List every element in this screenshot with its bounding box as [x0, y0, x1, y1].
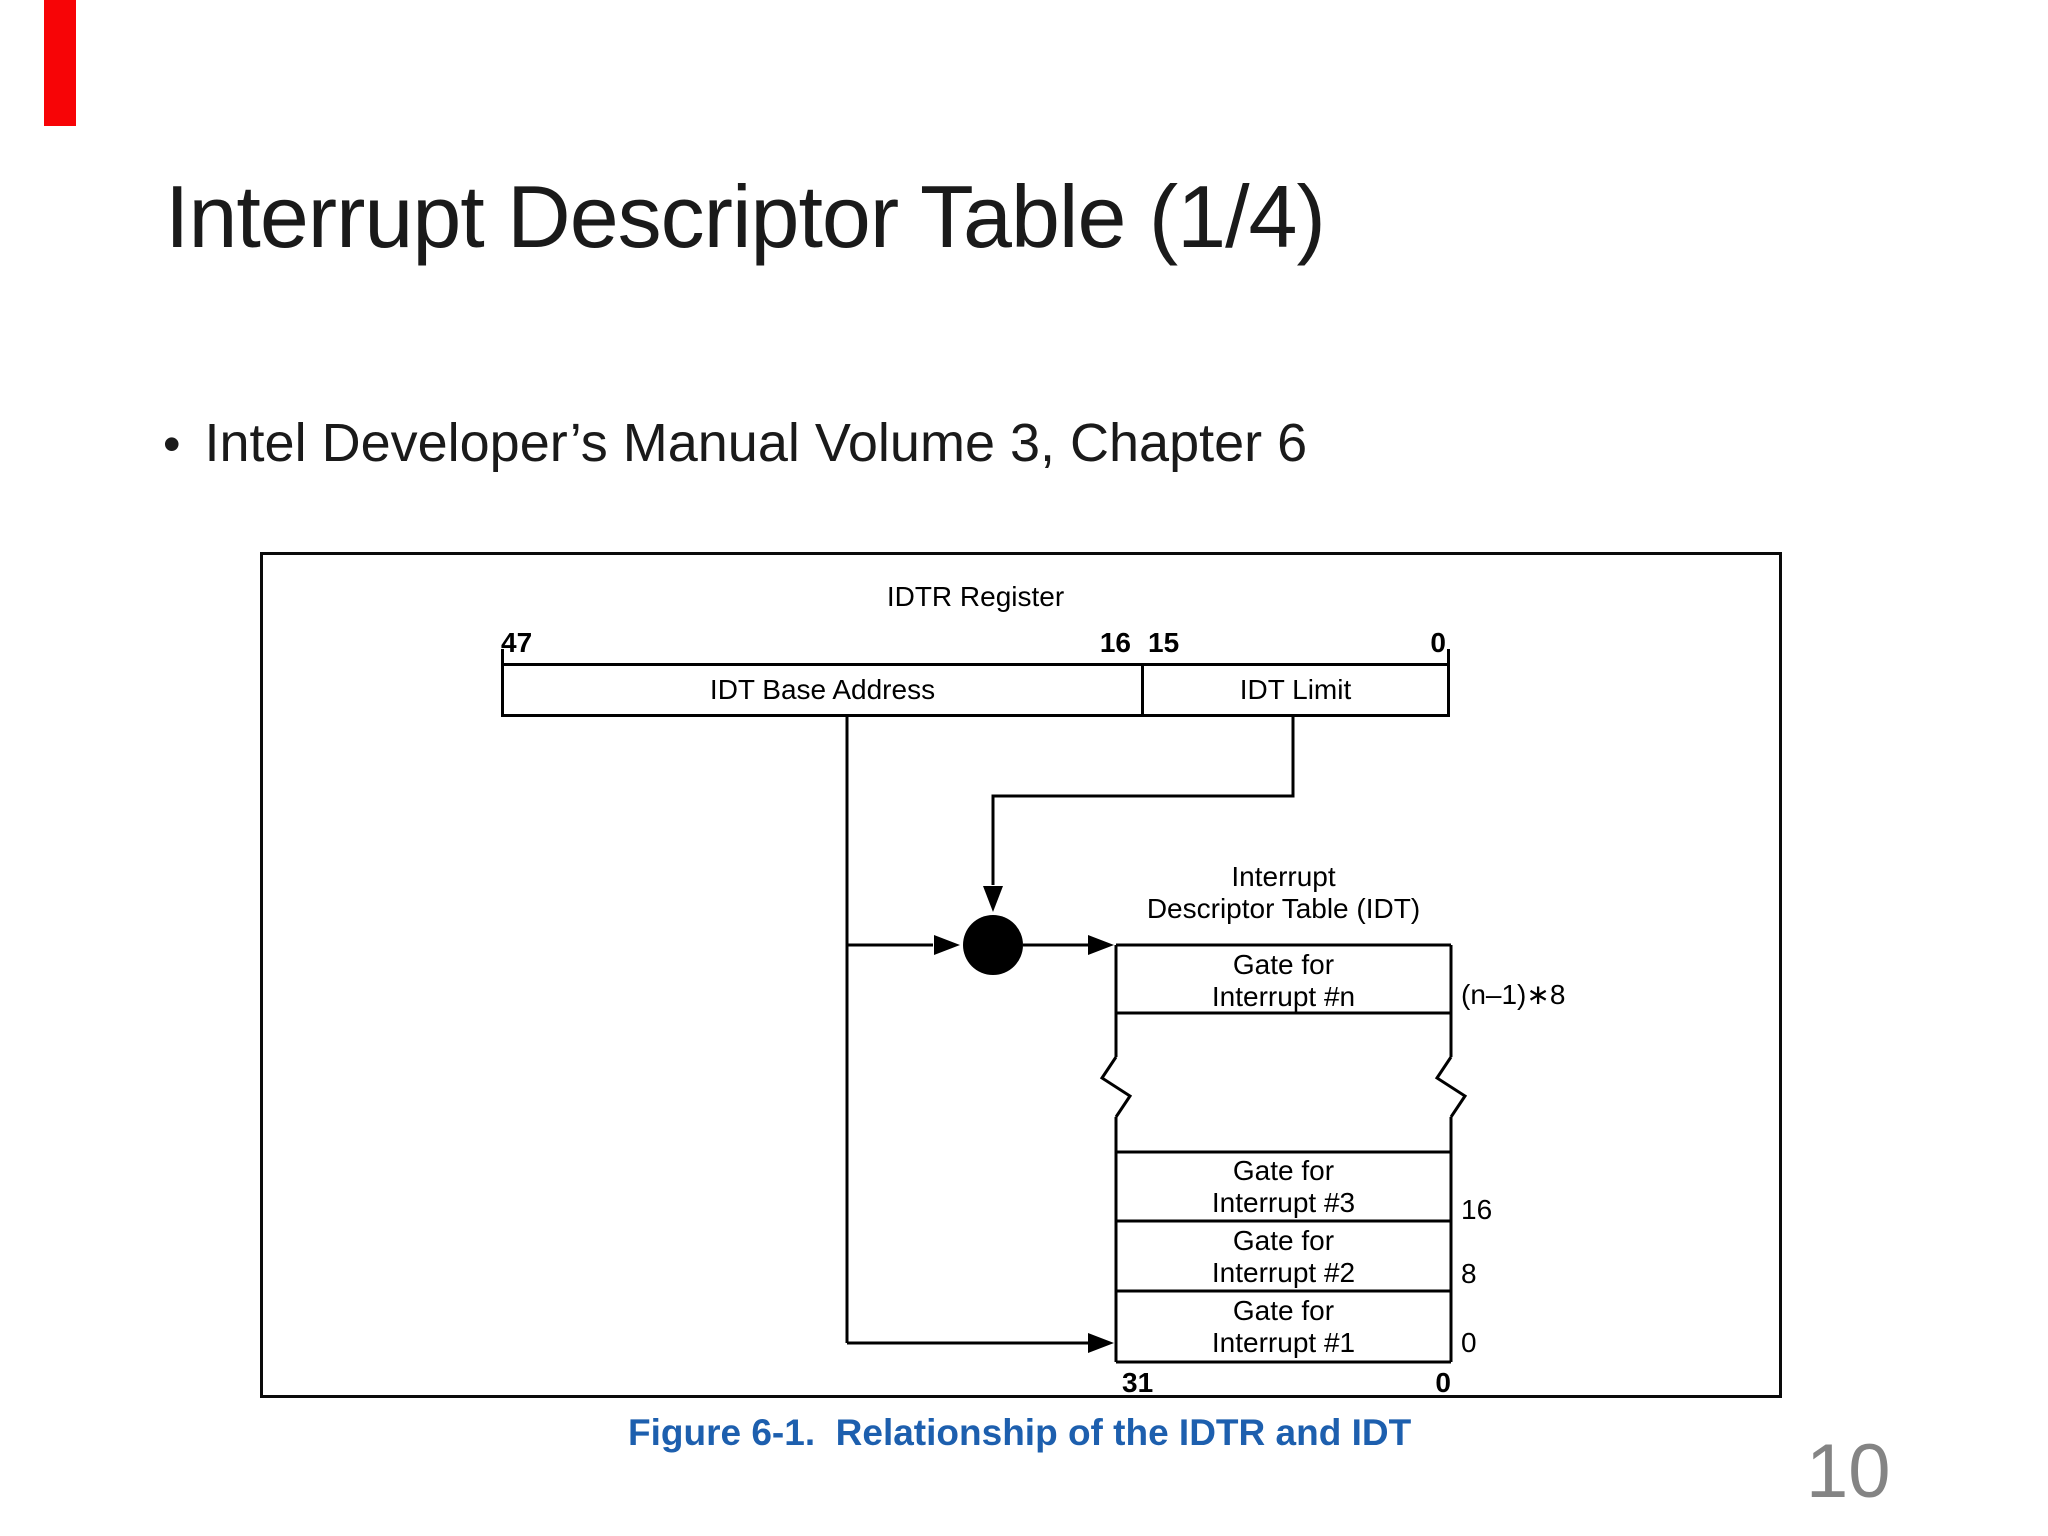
- gate-1-line1: Gate for: [1232, 1295, 1335, 1326]
- bit-label-16: 16: [1099, 627, 1131, 658]
- arrowhead-into-gate1: [1088, 1333, 1114, 1353]
- bit-label-47: 47: [501, 627, 533, 658]
- gate-n-line2: Interrupt #n: [1211, 981, 1356, 1012]
- idt-row-gate-n: Gate for Interrupt #n: [1116, 949, 1451, 1013]
- limit-to-adder-line: [991, 717, 1295, 885]
- idt-row-gate-3: Gate for Interrupt #3: [1116, 1155, 1451, 1219]
- idtr-register-label: IDTR Register: [886, 581, 1065, 612]
- tick-mark-left: [501, 649, 504, 663]
- idt-bit-label-31: 31: [1122, 1367, 1154, 1398]
- red-marker-bar: [44, 0, 76, 126]
- offset-label-16: 16: [1461, 1194, 1493, 1225]
- bit-label-0: 0: [1430, 627, 1446, 658]
- idt-bit-label-0: 0: [1435, 1367, 1451, 1398]
- adder-plus-icon: [971, 923, 1015, 967]
- idt-base-address-cell: IDT Base Address: [504, 666, 1144, 714]
- idt-row-gate-2: Gate for Interrupt #2: [1116, 1225, 1451, 1289]
- break-squiggle-left: [1099, 1056, 1133, 1118]
- offset-label-0: 0: [1461, 1327, 1477, 1358]
- page-number: 10: [1806, 1429, 1891, 1514]
- arrowhead-into-table-top: [1088, 935, 1114, 955]
- idt-limit-cell: IDT Limit: [1239, 674, 1352, 705]
- bullet-item: • Intel Developer’s Manual Volume 3, Cha…: [163, 412, 1307, 474]
- gate-2-line2: Interrupt #2: [1211, 1257, 1356, 1288]
- bullet-text: Intel Developer’s Manual Volume 3, Chapt…: [204, 413, 1308, 473]
- bit-label-15: 15: [1148, 627, 1180, 658]
- offset-label-n: (n–1)∗8: [1461, 979, 1566, 1010]
- break-squiggle-right: [1434, 1056, 1468, 1118]
- figure-6-1: IDTR Register 47 16 15 0 IDT Base Addres…: [260, 552, 1782, 1398]
- idt-table-header: Interrupt Descriptor Table (IDT): [1116, 861, 1451, 925]
- bullet-icon: •: [163, 416, 181, 472]
- gate-1-line2: Interrupt #1: [1211, 1327, 1356, 1358]
- idt-row-gate-1: Gate for Interrupt #1: [1116, 1295, 1451, 1359]
- page-title: Interrupt Descriptor Table (1/4): [165, 167, 1326, 266]
- figure-diagram-lines: [845, 717, 1468, 1364]
- arrowhead-into-adder-top: [983, 886, 1003, 912]
- idt-header-line2: Descriptor Table (IDT): [1146, 893, 1421, 924]
- gate-3-line1: Gate for: [1232, 1155, 1335, 1186]
- idt-table-borders: [1116, 943, 1451, 1364]
- gate-3-line2: Interrupt #3: [1211, 1187, 1356, 1218]
- gate-2-line1: Gate for: [1232, 1225, 1335, 1256]
- figure-caption: Figure 6-1. Relationship of the IDTR and…: [628, 1412, 1412, 1453]
- arrowhead-into-adder-left: [934, 935, 960, 955]
- gate-n-line1: Gate for: [1232, 949, 1335, 980]
- offset-label-8: 8: [1461, 1258, 1477, 1289]
- idtr-register-box: IDT Base Address IDT Limit: [501, 663, 1450, 717]
- tick-mark-right: [1447, 649, 1450, 663]
- idt-header-line1: Interrupt: [1231, 861, 1336, 892]
